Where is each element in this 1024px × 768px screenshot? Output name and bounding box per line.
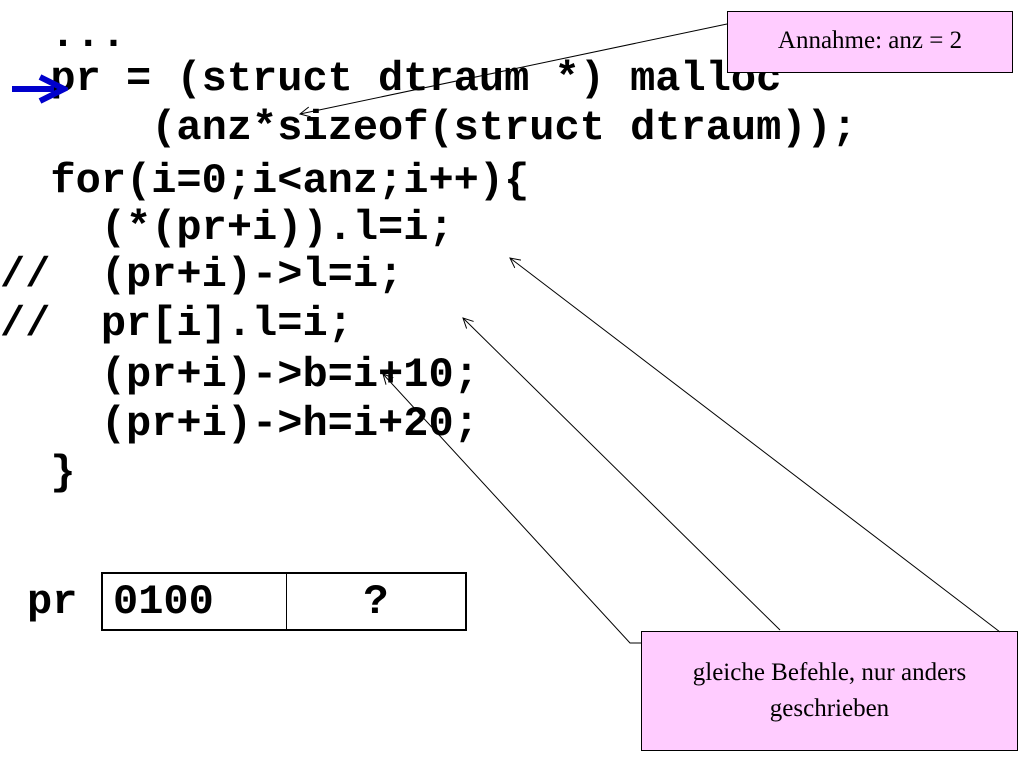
code-line-commented: // pr[i].l=i; [0, 300, 353, 348]
code-line-current: pr = (struct dtraum *) malloc [0, 55, 782, 103]
arrow-to-arrow-l [510, 258, 1001, 633]
assumption-note: Annahme: anz = 2 [727, 11, 1013, 73]
code-line: ... [0, 11, 127, 59]
code-line: (pr+i)->b=i+10; [0, 351, 479, 399]
code-line: (*(pr+i)).l=i; [0, 204, 454, 252]
code-block: ... pr = (struct dtraum *) malloc (anz*s… [0, 0, 857, 494]
code-line: for(i=0;i<anz;i++){ [0, 157, 530, 205]
same-commands-note: gleiche Befehle, nur anders geschrieben [641, 631, 1018, 751]
address-cell: 0100 [103, 574, 287, 629]
arrow-to-index-l [463, 318, 781, 631]
pointer-variable-label: pr [27, 578, 78, 626]
pointer-memory-cells: 0100 ? [101, 572, 467, 631]
value-cell: ? [363, 577, 389, 626]
right-arrow-icon [12, 74, 68, 104]
code-line: } [0, 449, 76, 497]
same-commands-note-text: gleiche Befehle, nur anders geschrieben [692, 659, 967, 722]
code-line-commented: // (pr+i)->l=i; [0, 251, 404, 299]
code-line: (pr+i)->h=i+20; [0, 400, 479, 448]
code-line: (anz*sizeof(struct dtraum)); [0, 104, 857, 152]
